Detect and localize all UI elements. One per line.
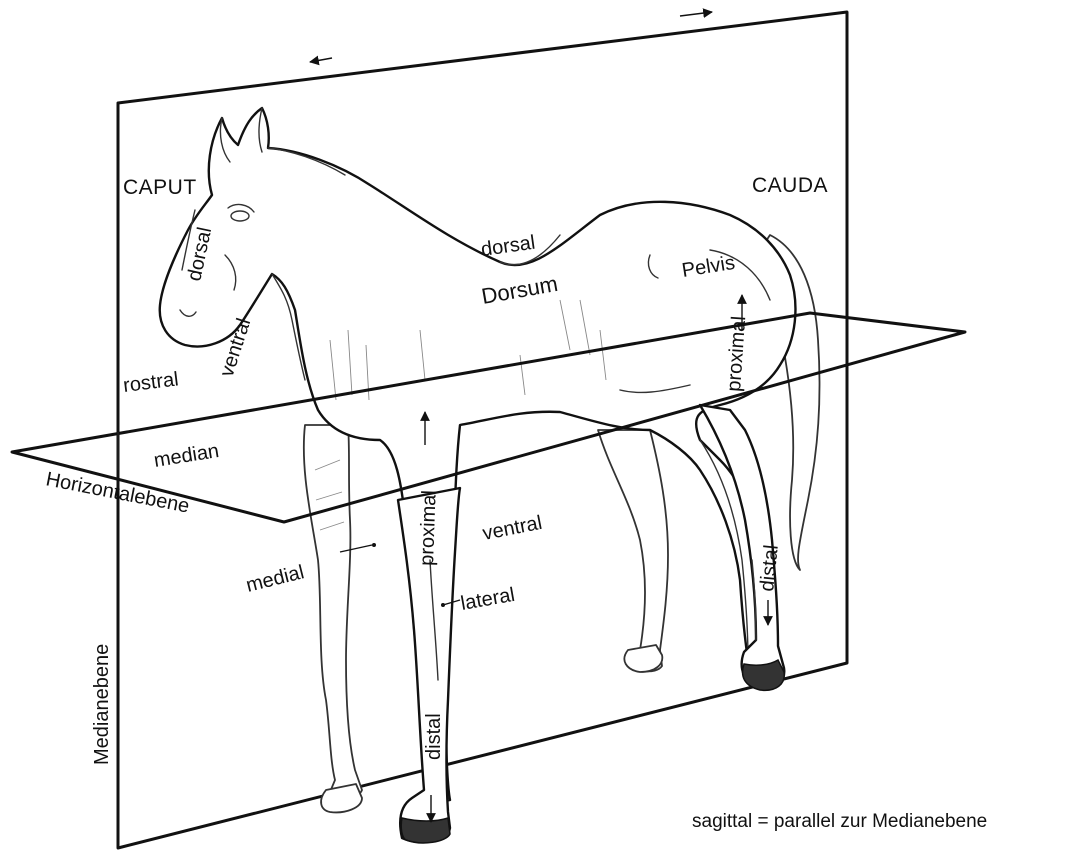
label-ventral-belly: ventral <box>481 512 544 545</box>
hind-hoof <box>743 660 785 690</box>
label-medial: medial <box>244 561 306 597</box>
label-rostral: rostral <box>122 368 180 397</box>
label-medianebene: Medianebene <box>91 644 113 765</box>
left-arrow-icon <box>310 58 332 62</box>
front-hoof <box>401 818 450 843</box>
label-median: median <box>152 440 220 472</box>
label-distal-front: distal <box>423 713 445 760</box>
label-distal-hind: distal <box>756 544 783 593</box>
label-cauda: CAUDA <box>752 174 828 197</box>
right-arrow-icon <box>680 12 712 16</box>
far-hind-hoof <box>624 645 662 672</box>
footnote-sagittal: sagittal = parallel zur Medianebene <box>692 811 987 832</box>
label-proximal-front: proximal <box>416 490 441 566</box>
far-front-hoof <box>321 784 362 812</box>
horse-body <box>160 108 820 804</box>
label-lateral: lateral <box>459 584 516 615</box>
horse-far-legs <box>304 425 668 798</box>
label-caput: CAPUT <box>123 176 197 199</box>
label-dorsal-back: dorsal <box>480 232 537 261</box>
